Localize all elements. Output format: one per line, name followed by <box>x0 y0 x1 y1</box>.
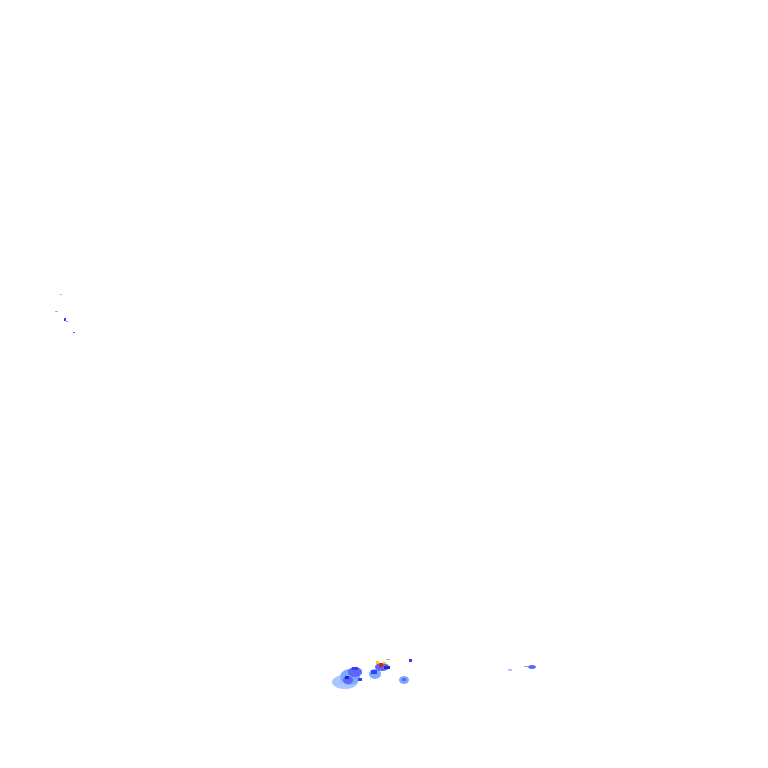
radar-echo-cell <box>528 665 536 669</box>
radar-echo-core <box>384 666 390 669</box>
radar-echo-cell <box>348 667 362 677</box>
radar-echo-moderate <box>376 661 379 664</box>
radar-echo-speck <box>66 321 68 322</box>
radar-echo-speck <box>508 669 512 671</box>
radar-echo-speck <box>386 659 390 660</box>
radar-echo-cluster-east <box>399 659 536 684</box>
radar-echo-speck <box>55 311 58 312</box>
radar-echo-speck <box>73 332 75 333</box>
radar-echo-speck <box>524 666 528 667</box>
radar-echo-cluster-core <box>369 659 390 679</box>
radar-echo-intense <box>379 663 383 667</box>
radar-echo-speck <box>409 659 412 662</box>
radar-echo-cluster-main <box>332 667 362 689</box>
radar-echo-core <box>371 670 377 674</box>
radar-echo-core <box>352 667 358 670</box>
radar-echo-core <box>345 676 349 679</box>
radar-echo-speck <box>64 318 66 321</box>
radar-echo-moderate <box>383 662 386 664</box>
radar-echo-speck <box>60 294 62 295</box>
radar-echo-west <box>55 294 75 333</box>
radar-echo-core <box>358 678 362 681</box>
radar-echo-core <box>402 678 406 681</box>
